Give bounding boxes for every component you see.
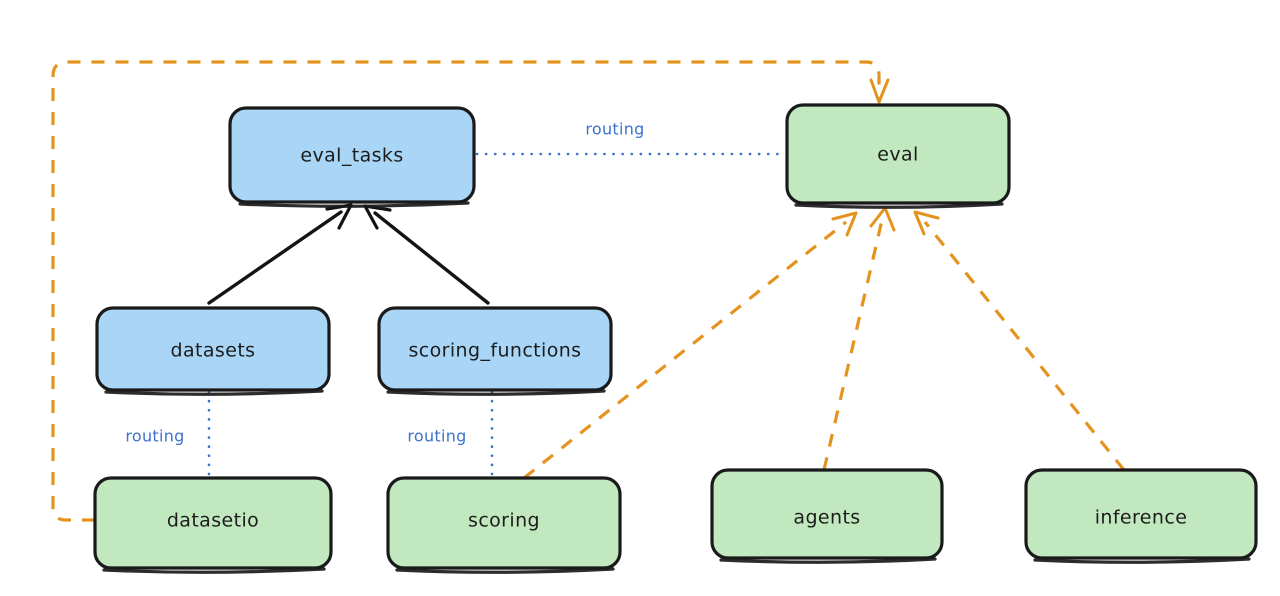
edge-scoringfn-scoring: routing [407,390,494,478]
node-scoring-sketch-underline [395,567,615,574]
node-scoring-functions-shape [377,306,613,392]
node-datasets[interactable]: datasets [95,306,331,396]
edge-scoring-eval [523,211,858,480]
edge-agents-eval [822,206,896,471]
edge-inference-eval [913,210,1126,472]
node-datasetio-label: datasetio [167,510,259,532]
node-eval[interactable]: eval [785,103,1011,209]
node-eval-tasks[interactable]: eval_tasks [228,106,476,208]
node-scoring[interactable]: scoring [386,476,622,574]
edge-label-routing-eval: routing [585,120,644,139]
node-scoring-functions-sketch-underline [386,389,606,396]
node-datasets-shape [95,306,331,392]
node-datasetio[interactable]: datasetio [93,476,333,574]
node-eval-tasks-shape [228,106,476,204]
edge-scoringfn-eval-tasks [363,204,490,305]
node-agents[interactable]: agents [710,468,944,564]
node-eval-sketch-underline [794,202,1004,209]
node-datasetio-sketch-underline [102,567,326,574]
edge-eval-tasks-eval: routing [475,120,787,156]
edge-datasetio-eval [51,60,890,522]
node-eval-shape [785,103,1011,205]
node-scoring-label: scoring [468,510,540,532]
node-inference[interactable]: inference [1024,468,1258,564]
edge-label-routing-scoring: routing [407,427,466,446]
edge-datasets-eval-tasks [207,203,353,305]
node-inference-sketch-underline [1033,557,1251,564]
node-agents-label: agents [793,507,860,529]
node-datasets-sketch-underline [104,389,324,396]
node-inference-label: inference [1095,507,1188,529]
node-scoring-functions-label: scoring_functions [409,340,582,362]
node-scoring-shape [386,476,622,570]
node-agents-sketch-underline [719,557,937,564]
edge-datasets-datasetio: routing [125,390,211,478]
edge-label-routing-datasetio: routing [125,427,184,446]
node-agents-shape [710,468,944,560]
node-datasetio-shape [93,476,333,570]
node-eval-label: eval [877,144,918,166]
node-inference-shape [1024,468,1258,560]
node-datasets-label: datasets [171,340,256,362]
node-eval-tasks-label: eval_tasks [300,145,403,167]
node-eval-tasks-sketch-underline [238,201,470,208]
node-scoring-functions[interactable]: scoring_functions [377,306,613,396]
